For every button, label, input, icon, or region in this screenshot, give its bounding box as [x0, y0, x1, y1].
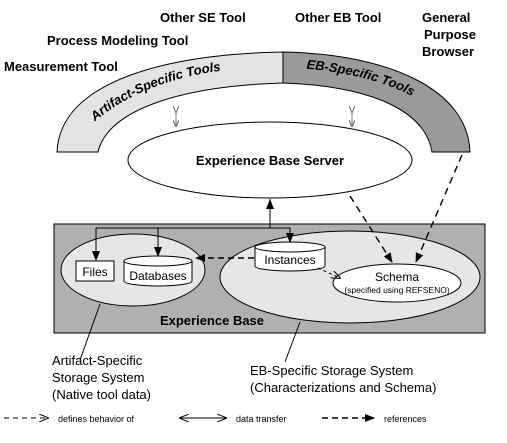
- databases-cylinder: [123, 255, 193, 287]
- legend: defines behavior of data transfer refere…: [4, 414, 427, 424]
- legend-defines-label: defines behavior of: [58, 414, 135, 424]
- caption-artifact-2: Storage System: [52, 370, 145, 385]
- caption-artifact-3: (Native tool data): [52, 387, 151, 402]
- reference-instances-schema: [317, 267, 340, 278]
- reference-server-schema: [349, 195, 393, 263]
- label-other-eb-tool: Other EB Tool: [295, 10, 381, 25]
- caption-eb-2: (Characterizations and Schema): [250, 380, 436, 395]
- caption-leader-eb: [284, 321, 301, 363]
- reference-browser-schema: [415, 154, 463, 263]
- experience-base-server: [127, 121, 413, 199]
- files-box: [75, 260, 115, 282]
- schema-ellipse: [332, 263, 462, 303]
- instances-label: Instances: [264, 253, 315, 267]
- label-general-purpose-3: Browser: [422, 44, 474, 59]
- schema-label: Schema: [375, 270, 419, 284]
- eb-tools-arc: [282, 51, 471, 153]
- label-process-modeling-tool: Process Modeling Tool: [47, 33, 188, 48]
- caption-leader-artifact: [79, 303, 101, 361]
- legend-references-label: references: [384, 414, 427, 424]
- caption-eb-1: EB-Specific Storage System: [250, 363, 413, 378]
- files-label: Files: [82, 265, 107, 279]
- databases-label: Databases: [129, 269, 186, 283]
- label-other-se-tool: Other SE Tool: [160, 10, 246, 25]
- instances-cylinder: [254, 241, 326, 272]
- label-general-purpose-2: Purpose: [424, 27, 476, 42]
- schema-note: (specified using REFSENO): [344, 285, 450, 295]
- caption-artifact-1: Artifact-Specific: [52, 353, 143, 368]
- label-measurement-tool: Measurement Tool: [4, 59, 118, 74]
- legend-transfer-label: data transfer: [236, 414, 287, 424]
- server-label: Experience Base Server: [196, 153, 344, 168]
- label-general-purpose-1: General: [422, 10, 470, 25]
- experience-base-title: Experience Base: [160, 313, 264, 328]
